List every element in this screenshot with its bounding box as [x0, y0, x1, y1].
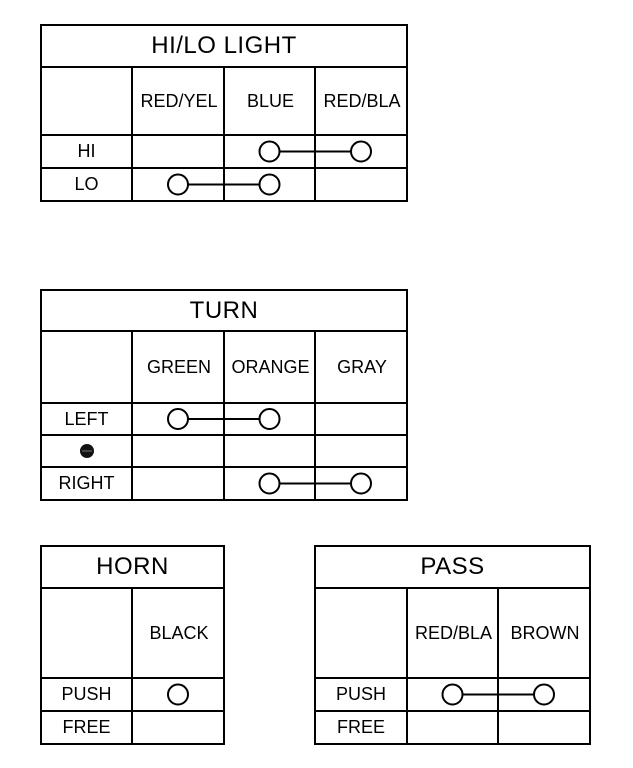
table-title: HORN	[42, 547, 223, 589]
row-label: PUSH	[335, 684, 386, 704]
grid-line	[406, 587, 408, 745]
column-header: GRAY	[337, 356, 387, 377]
grid-line	[42, 710, 225, 712]
grid-line	[314, 330, 316, 501]
row-label: RIGHT	[58, 473, 115, 493]
terminal-circle	[167, 683, 189, 706]
terminal-circle	[258, 408, 281, 430]
grid-line	[223, 330, 225, 501]
row-label: LEFT	[64, 408, 109, 429]
hi-lo-light-table: HI/LO LIGHT RED/YEL BLUE RED/BLA HI LO	[40, 24, 408, 202]
horn-table: HORN BLACK PUSH FREE	[40, 545, 225, 745]
column-header: RED/BLA	[323, 90, 401, 111]
row-label: PUSH	[61, 684, 112, 704]
grid-line	[131, 587, 133, 745]
row-label: HI	[77, 141, 96, 161]
neutral-dot-icon	[79, 444, 94, 458]
row-label: FREE	[62, 717, 111, 737]
grid-line	[42, 434, 408, 436]
grid-line	[42, 167, 408, 169]
terminal-circle	[167, 173, 189, 196]
column-header: RED/BLA	[414, 622, 493, 643]
grid-line	[131, 330, 133, 501]
grid-line	[316, 677, 591, 679]
grid-line	[42, 466, 408, 468]
terminal-circle	[350, 140, 372, 163]
column-header: GREEN	[146, 356, 211, 377]
row-label: FREE	[336, 717, 385, 737]
grid-line	[497, 587, 499, 745]
turn-table: TURN GREEN ORANGE GRAY LEFT RIGHT	[40, 289, 408, 501]
terminal-circle	[258, 173, 281, 196]
terminal-circle	[258, 472, 281, 495]
terminal-circle	[167, 408, 189, 430]
column-header: RED/YEL	[140, 90, 218, 111]
grid-line	[42, 677, 225, 679]
table-title: TURN	[42, 291, 406, 332]
column-header: ORANGE	[231, 356, 310, 377]
column-header: BLUE	[246, 90, 295, 111]
terminal-circle	[533, 683, 555, 706]
column-header: BLACK	[149, 622, 209, 643]
column-header: BROWN	[510, 622, 580, 643]
grid-line	[42, 402, 408, 404]
terminal-circle	[441, 683, 464, 706]
grid-line	[316, 710, 591, 712]
terminal-circle	[258, 140, 281, 163]
table-title: HI/LO LIGHT	[42, 26, 406, 68]
pass-table: PASS RED/BLA BROWN PUSH FREE	[314, 545, 591, 745]
table-title: PASS	[316, 547, 589, 589]
terminal-circle	[350, 472, 372, 495]
row-label-neutral	[42, 436, 131, 466]
grid-line	[42, 134, 408, 136]
row-label: LO	[74, 174, 99, 194]
